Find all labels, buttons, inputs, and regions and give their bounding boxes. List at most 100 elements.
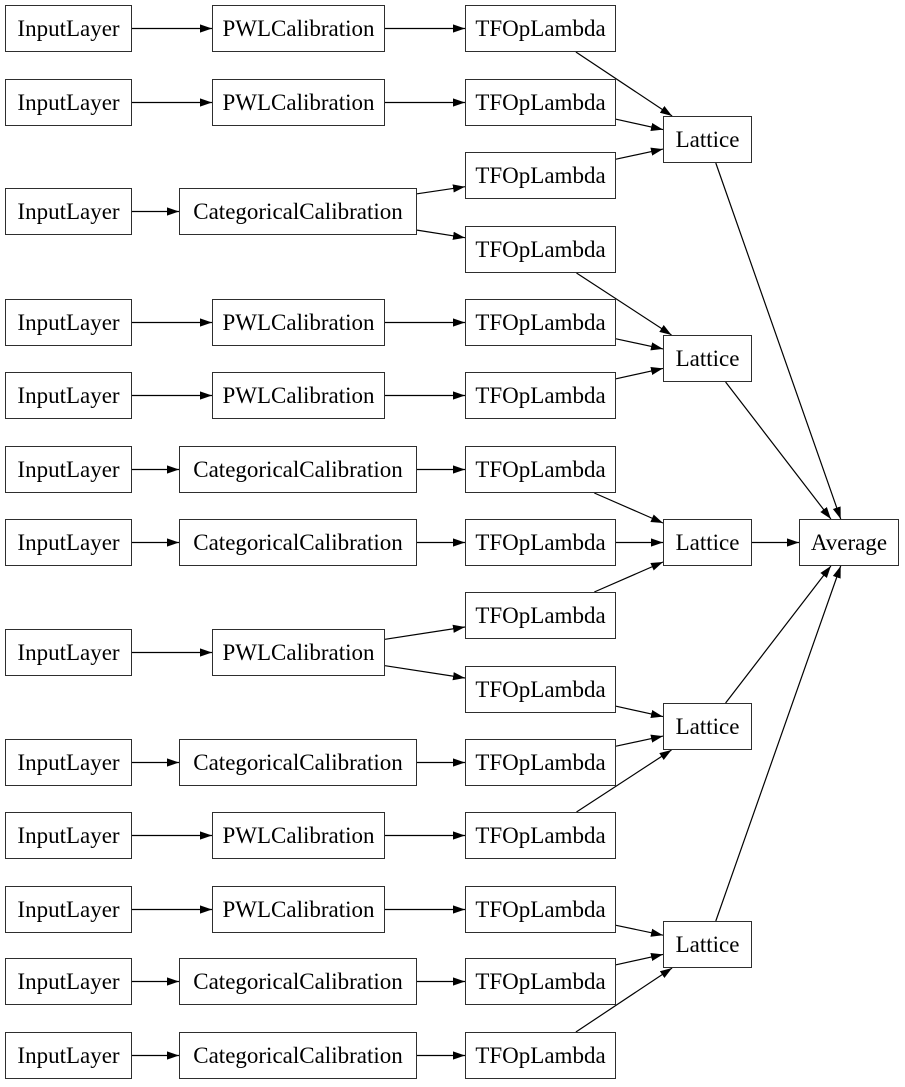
node-tfop-11: TFOpLambda bbox=[465, 739, 616, 786]
pwl-4-label: PWLCalibration bbox=[222, 383, 375, 408]
node-input-6: InputLayer bbox=[5, 446, 132, 493]
node-tfop-4: TFOpLambda bbox=[465, 226, 616, 273]
node-input-5: InputLayer bbox=[5, 372, 132, 419]
average-label: Average bbox=[810, 530, 888, 555]
input-4-label: InputLayer bbox=[17, 310, 120, 335]
node-pwl-4: PWLCalibration bbox=[212, 372, 385, 419]
node-lattice-3: Lattice bbox=[663, 519, 752, 566]
input-7-label: InputLayer bbox=[17, 530, 120, 555]
node-input-8: InputLayer bbox=[5, 629, 132, 676]
node-tfop-10: TFOpLambda bbox=[465, 666, 616, 713]
tfop-1-label: TFOpLambda bbox=[475, 16, 606, 41]
tfop-10-label: TFOpLambda bbox=[475, 677, 606, 702]
pwl-5-label: PWLCalibration bbox=[222, 640, 375, 665]
edge-lattice-5--average bbox=[715, 565, 842, 922]
node-input-10: InputLayer bbox=[5, 812, 132, 859]
node-cat-4: CategoricalCalibration bbox=[179, 739, 417, 786]
cat-4-label: CategoricalCalibration bbox=[193, 750, 403, 775]
node-input-13: InputLayer bbox=[5, 1032, 132, 1079]
lattice-2-label: Lattice bbox=[675, 346, 740, 371]
edge-tfop-12--lattice-4 bbox=[576, 749, 672, 813]
edge-tfop-4--lattice-2 bbox=[576, 272, 672, 336]
edge-tfop-11--lattice-4 bbox=[615, 734, 664, 747]
tfop-14-label: TFOpLambda bbox=[475, 969, 606, 994]
cat-6-label: CategoricalCalibration bbox=[193, 1043, 403, 1068]
edge-lattice-2--average bbox=[725, 381, 832, 520]
input-1-label: InputLayer bbox=[17, 16, 120, 41]
node-input-9: InputLayer bbox=[5, 739, 132, 786]
edge-tfop-10--lattice-4 bbox=[615, 705, 664, 719]
node-input-7: InputLayer bbox=[5, 519, 132, 566]
node-tfop-2: TFOpLambda bbox=[465, 79, 616, 126]
edge-tfop-13--lattice-5 bbox=[615, 924, 664, 937]
node-tfop-13: TFOpLambda bbox=[465, 886, 616, 933]
node-tfop-1: TFOpLambda bbox=[465, 5, 616, 52]
pwl-1-label: PWLCalibration bbox=[222, 16, 375, 41]
node-cat-2: CategoricalCalibration bbox=[179, 446, 417, 493]
node-pwl-7: PWLCalibration bbox=[212, 886, 385, 933]
edge-tfop-14--lattice-5 bbox=[615, 952, 664, 966]
edge-tfop-2--lattice-1 bbox=[615, 118, 664, 132]
tfop-11-label: TFOpLambda bbox=[475, 750, 606, 775]
cat-2-label: CategoricalCalibration bbox=[193, 457, 403, 482]
node-tfop-12: TFOpLambda bbox=[465, 812, 616, 859]
pwl-7-label: PWLCalibration bbox=[222, 897, 375, 922]
tfop-15-label: TFOpLambda bbox=[475, 1043, 606, 1068]
input-8-label: InputLayer bbox=[17, 640, 120, 665]
edge-pwl-5--tfop-10 bbox=[384, 665, 466, 681]
node-lattice-2: Lattice bbox=[663, 335, 752, 382]
edge-tfop-5--lattice-2 bbox=[615, 338, 664, 351]
edge-tfop-15--lattice-5 bbox=[575, 967, 673, 1033]
tfop-5-label: TFOpLambda bbox=[475, 310, 606, 335]
tfop-7-label: TFOpLambda bbox=[475, 457, 606, 482]
node-tfop-15: TFOpLambda bbox=[465, 1032, 616, 1079]
tfop-3-label: TFOpLambda bbox=[475, 163, 606, 188]
lattice-4-label: Lattice bbox=[675, 714, 740, 739]
edge-lattice-1--average bbox=[715, 162, 842, 520]
node-input-1: InputLayer bbox=[5, 5, 132, 52]
edge-pwl-5--tfop-9 bbox=[384, 624, 466, 640]
cat-5-label: CategoricalCalibration bbox=[193, 969, 403, 994]
node-tfop-8: TFOpLambda bbox=[465, 519, 616, 566]
input-3-label: InputLayer bbox=[17, 199, 120, 224]
lattice-3-label: Lattice bbox=[675, 530, 740, 555]
tfop-2-label: TFOpLambda bbox=[475, 90, 606, 115]
input-5-label: InputLayer bbox=[17, 383, 120, 408]
node-tfop-5: TFOpLambda bbox=[465, 299, 616, 346]
input-13-label: InputLayer bbox=[17, 1043, 120, 1068]
input-12-label: InputLayer bbox=[17, 969, 120, 994]
node-tfop-3: TFOpLambda bbox=[465, 152, 616, 199]
node-lattice-1: Lattice bbox=[663, 116, 752, 163]
edge-lattice-4--average bbox=[725, 565, 832, 704]
input-6-label: InputLayer bbox=[17, 457, 120, 482]
node-average: Average bbox=[799, 519, 899, 566]
node-input-12: InputLayer bbox=[5, 958, 132, 1005]
edge-cat-1--tfop-4 bbox=[416, 229, 466, 240]
node-input-11: InputLayer bbox=[5, 886, 132, 933]
node-pwl-1: PWLCalibration bbox=[212, 5, 385, 52]
node-input-2: InputLayer bbox=[5, 79, 132, 126]
node-pwl-3: PWLCalibration bbox=[212, 299, 385, 346]
node-cat-3: CategoricalCalibration bbox=[179, 519, 417, 566]
input-2-label: InputLayer bbox=[17, 90, 120, 115]
tfop-6-label: TFOpLambda bbox=[475, 383, 606, 408]
node-tfop-6: TFOpLambda bbox=[465, 372, 616, 419]
lattice-1-label: Lattice bbox=[675, 127, 740, 152]
tfop-8-label: TFOpLambda bbox=[475, 530, 606, 555]
node-input-4: InputLayer bbox=[5, 299, 132, 346]
node-input-3: InputLayer bbox=[5, 188, 132, 235]
node-pwl-2: PWLCalibration bbox=[212, 79, 385, 126]
lattice-5-label: Lattice bbox=[675, 932, 740, 957]
node-cat-1: CategoricalCalibration bbox=[179, 188, 417, 235]
input-10-label: InputLayer bbox=[17, 823, 120, 848]
node-cat-5: CategoricalCalibration bbox=[179, 958, 417, 1005]
edge-tfop-7--lattice-3 bbox=[594, 492, 664, 524]
node-cat-6: CategoricalCalibration bbox=[179, 1032, 417, 1079]
pwl-6-label: PWLCalibration bbox=[222, 823, 375, 848]
tfop-4-label: TFOpLambda bbox=[475, 237, 606, 262]
node-tfop-7: TFOpLambda bbox=[465, 446, 616, 493]
tfop-13-label: TFOpLambda bbox=[475, 897, 606, 922]
tfop-12-label: TFOpLambda bbox=[475, 823, 606, 848]
node-pwl-6: PWLCalibration bbox=[212, 812, 385, 859]
